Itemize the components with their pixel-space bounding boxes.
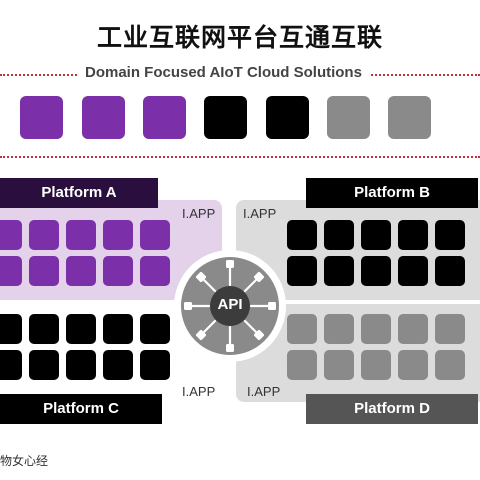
module-tile <box>398 350 428 380</box>
module-tile <box>103 314 133 344</box>
module-tile <box>361 350 391 380</box>
module-tile <box>398 314 428 344</box>
platform-d-app-label: I.APP <box>247 384 281 399</box>
footer-caption: 物女心经 <box>0 454 49 468</box>
api-hub-label: API <box>217 296 243 313</box>
module-tile <box>287 314 317 344</box>
module-tile <box>0 220 22 250</box>
module-tile <box>29 350 59 380</box>
module-tile <box>0 256 22 286</box>
platform-c-app-label: I.APP <box>182 384 216 399</box>
module-tile <box>324 350 354 380</box>
module-tile <box>361 314 391 344</box>
module-tile <box>66 314 96 344</box>
solution-tile <box>20 96 63 139</box>
platform-c-label: Platform C <box>0 394 162 424</box>
module-tile <box>435 314 465 344</box>
module-tile <box>29 256 59 286</box>
solution-tile <box>388 96 431 139</box>
module-tile <box>398 256 428 286</box>
module-tile <box>398 220 428 250</box>
platform-a-label: Platform A <box>0 178 158 208</box>
module-tile <box>287 220 317 250</box>
module-tile <box>140 220 170 250</box>
solution-tile <box>266 96 309 139</box>
solution-tile <box>327 96 370 139</box>
module-tile <box>103 350 133 380</box>
api-hub-graphic <box>174 250 286 362</box>
module-tile <box>29 314 59 344</box>
module-tile <box>103 256 133 286</box>
module-tile <box>324 220 354 250</box>
solution-tile <box>204 96 247 139</box>
module-tile <box>0 314 22 344</box>
module-tile <box>66 256 96 286</box>
module-tile <box>66 220 96 250</box>
platform-d-label: Platform D <box>306 394 478 424</box>
module-tile <box>140 256 170 286</box>
page-title: 工业互联网平台互通互联 <box>96 23 383 52</box>
platform-b-label: Platform B <box>306 178 478 208</box>
module-tile <box>0 350 22 380</box>
module-tile <box>324 314 354 344</box>
api-hub: API <box>172 248 288 364</box>
module-tile <box>66 350 96 380</box>
module-tile <box>287 256 317 286</box>
module-tile <box>435 220 465 250</box>
module-tile <box>435 350 465 380</box>
module-tile <box>361 256 391 286</box>
module-tile <box>435 256 465 286</box>
platform-b-app-label: I.APP <box>243 206 277 221</box>
module-tile <box>140 350 170 380</box>
solutions-subtitle: Domain Focused AIoT Cloud Solutions <box>78 64 369 81</box>
solution-tile <box>82 96 125 139</box>
platform-a-app-label: I.APP <box>182 206 216 221</box>
solution-tile <box>143 96 186 139</box>
band-bottom-divider <box>0 156 480 158</box>
module-tile <box>287 350 317 380</box>
module-tile <box>324 256 354 286</box>
module-tile <box>361 220 391 250</box>
module-tile <box>103 220 133 250</box>
module-tile <box>29 220 59 250</box>
module-tile <box>140 314 170 344</box>
